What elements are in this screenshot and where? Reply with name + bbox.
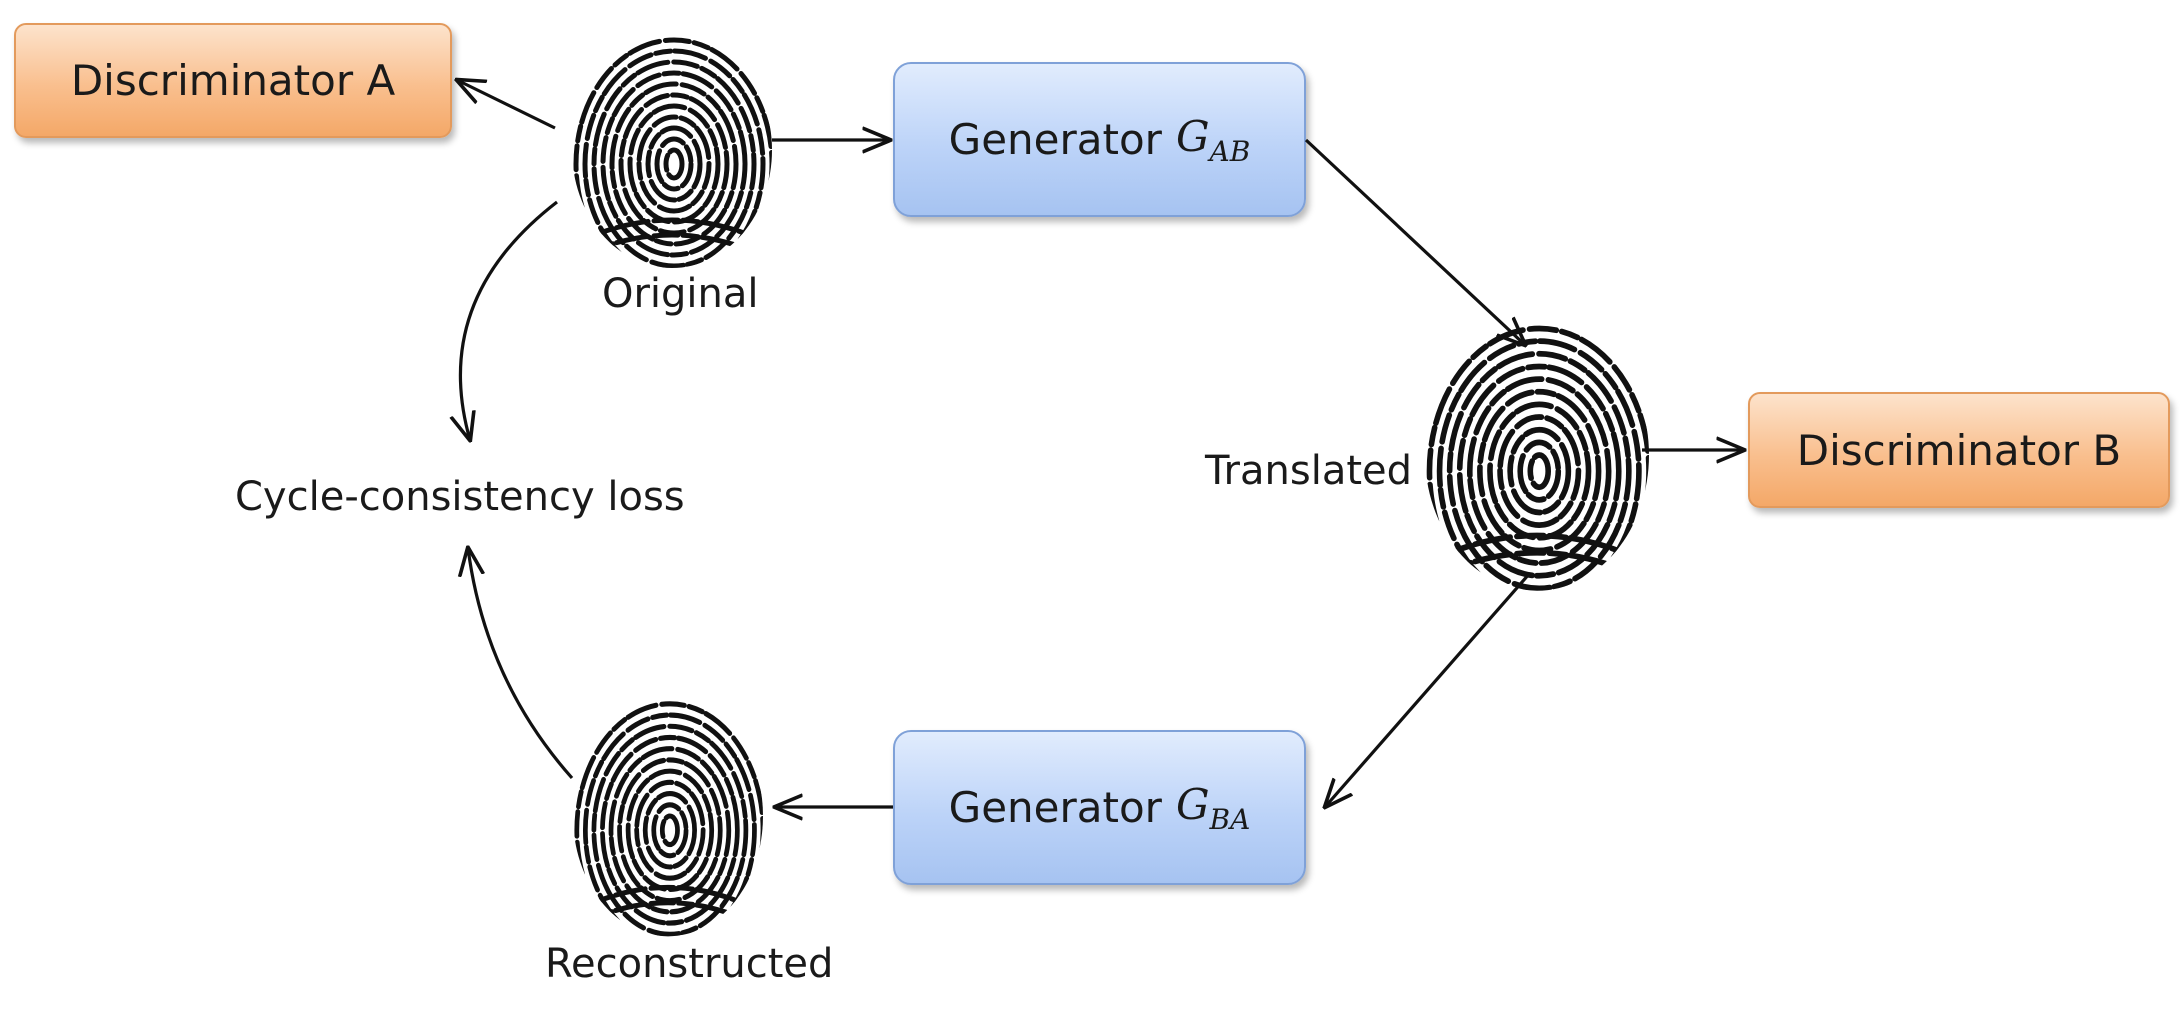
discriminator-b-label: Discriminator B <box>1796 425 2122 475</box>
discriminator-a-box: Discriminator A <box>14 23 452 138</box>
arrow-original-to-cycle-loss <box>460 200 558 440</box>
original-label: Original <box>602 271 759 317</box>
fingerprint-reconstructed-icon <box>573 704 763 957</box>
generator-ab-text: Generator <box>948 115 1162 164</box>
generator-ab-symbol: GAB <box>1175 111 1251 168</box>
arrow-original-to-discriminator-a <box>457 80 556 130</box>
generator-ba-symbol: GBA <box>1175 779 1251 836</box>
cycle-consistency-loss-label: Cycle-consistency loss <box>235 474 685 520</box>
fingerprint-original-icon <box>572 40 772 288</box>
reconstructed-label: Reconstructed <box>545 941 834 987</box>
generator-ba-text: Generator <box>948 783 1162 832</box>
translated-label: Translated <box>1205 448 1413 494</box>
generator-ab-box: Generator GAB <box>893 62 1306 217</box>
generator-ba-box: Generator GBA <box>893 730 1306 885</box>
discriminator-b-box: Discriminator B <box>1748 392 2170 508</box>
fingerprint-translated-icon <box>1425 329 1649 614</box>
discriminator-a-label: Discriminator A <box>70 56 396 105</box>
arrow-generator-ab-to-translated <box>1304 138 1525 345</box>
arrow-translated-to-generator-ba <box>1325 571 1532 807</box>
arrow-reconstructed-to-cycle-loss <box>468 548 574 780</box>
